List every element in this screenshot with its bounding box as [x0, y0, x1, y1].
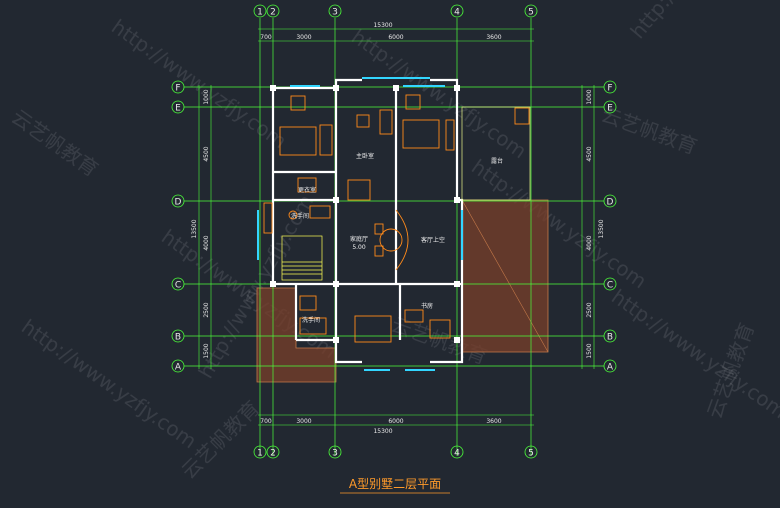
dim-top-seg: 3600 [486, 34, 501, 41]
room-family-hall: 家庭厅 [350, 235, 368, 243]
bookshelf [429, 319, 451, 339]
dim-top-total: 15300 [373, 22, 392, 29]
stair-landing [347, 179, 371, 201]
columns [270, 85, 460, 343]
drawing-title: A型别墅二层平面 [349, 477, 441, 491]
room-living-void: 客厅上空 [421, 236, 445, 244]
armchair [290, 95, 306, 111]
axis-label-horizontal: F [607, 84, 612, 94]
axis-bubbles-right: F E D C B A [603, 80, 617, 373]
room-family-hall-level: 5.00 [352, 244, 366, 251]
axis-label-horizontal: C [607, 281, 613, 291]
axis-label-horizontal: D [175, 198, 182, 208]
roof-ridge [461, 199, 549, 353]
axis-label-horizontal: A [175, 363, 182, 373]
dim-left-seg: 4500 [203, 146, 210, 161]
axis-label-vertical: 5 [528, 8, 534, 18]
axis-label-horizontal: F [175, 84, 180, 94]
chair [374, 223, 384, 235]
dim-left-seg: 1500 [203, 343, 210, 358]
axis-label-horizontal: C [175, 281, 181, 291]
axis-label-horizontal: D [607, 198, 614, 208]
wardrobe [319, 124, 333, 156]
dim-right-seg: 1500 [586, 343, 593, 358]
dim-bottom-seg: 3000 [296, 418, 311, 425]
dresser [297, 177, 317, 193]
round-table [379, 228, 403, 252]
dim-bottom-seg: 3600 [486, 418, 501, 425]
windows [257, 77, 463, 371]
dim-left-seg: 1000 [203, 89, 210, 104]
axis-bubbles-top: 1 2 3 4 5 [253, 4, 538, 18]
axis-label-vertical: 3 [332, 449, 338, 459]
walls [271, 78, 464, 364]
dim-left-seg: 2500 [203, 302, 210, 317]
dim-right-seg: 4500 [586, 146, 593, 161]
axis-label-vertical: 2 [270, 449, 276, 459]
axis-label-vertical: 4 [454, 449, 460, 459]
axis-label-vertical: 2 [270, 8, 276, 18]
dim-top-seg: 700 [260, 34, 272, 41]
dim-top-seg: 3000 [296, 34, 311, 41]
dim-bottom-seg: 700 [260, 418, 272, 425]
terrace-outline [461, 106, 531, 201]
axis-label-vertical: 5 [528, 449, 534, 459]
vanity [309, 205, 331, 219]
dim-right-seg: 2500 [586, 302, 593, 317]
axis-label-horizontal: E [607, 104, 613, 114]
tub-lower [299, 317, 327, 335]
axis-label-horizontal: A [607, 363, 614, 373]
bed-south [354, 315, 392, 343]
planter [514, 107, 530, 125]
dim-right-seg: 1000 [586, 89, 593, 104]
watermark-layer: http://www.yzfjy.com http://www.yzfjy.co… [7, 0, 780, 484]
staircase [281, 235, 323, 281]
vanity-lower [299, 295, 317, 311]
room-study: 书房 [421, 302, 433, 310]
room-dressing: 更衣室 [298, 186, 316, 194]
dim-left-seg: 4000 [203, 235, 210, 250]
dimension-labels: 15300 700 3000 6000 3600 700 3000 6000 3… [191, 22, 605, 435]
axis-label-vertical: 3 [332, 8, 338, 18]
axis-label-vertical: 4 [454, 8, 460, 18]
dim-right-seg: 4000 [586, 235, 593, 250]
watermark-url: http://www.yzfjy.com [607, 284, 780, 423]
axis-label-horizontal: B [175, 333, 181, 343]
axis-bubbles-bottom: 1 2 3 4 5 [253, 445, 538, 459]
watermark-brand: 云艺帆教育 [598, 102, 700, 159]
room-washroom-upper: 洗手间 [291, 212, 309, 220]
bathtub [263, 202, 273, 234]
side-table [356, 114, 370, 128]
armchair [405, 94, 421, 110]
bed-east [402, 119, 440, 149]
room-master-bedroom: 主卧室 [356, 152, 374, 160]
watermark-url: http://www.yzfjy.com [625, 0, 777, 43]
dim-bottom-seg: 6000 [388, 418, 403, 425]
dim-bottom-total: 15300 [373, 428, 392, 435]
dim-right-total: 13500 [598, 219, 605, 238]
dim-left-total: 13500 [191, 219, 198, 238]
room-terrace: 露台 [491, 157, 503, 165]
room-washroom-lower: 洗手间 [302, 316, 320, 324]
watermark-brand: 云艺帆教育 [7, 104, 103, 181]
dim-top-seg: 6000 [388, 34, 403, 41]
toilet [288, 210, 298, 220]
watermark-url: http://www.yzfjy.com [17, 314, 201, 453]
chair [374, 245, 384, 257]
sofa [379, 109, 393, 135]
desk [404, 309, 424, 323]
furniture [263, 94, 530, 343]
void-edge [395, 209, 409, 271]
axis-label-vertical: 1 [257, 449, 263, 459]
cabinet [445, 119, 455, 151]
axis-bubbles-left: F E D C B A [171, 80, 185, 373]
room-labels: 主卧室 更衣室 洗手间 家庭厅 5.00 客厅上空 露台 洗手间 书房 [291, 152, 503, 324]
dimension-lines [198, 28, 595, 426]
axis-label-horizontal: E [175, 104, 181, 114]
axis-label-horizontal: B [607, 333, 613, 343]
axis-label-vertical: 1 [257, 8, 263, 18]
bed-master [279, 126, 317, 156]
